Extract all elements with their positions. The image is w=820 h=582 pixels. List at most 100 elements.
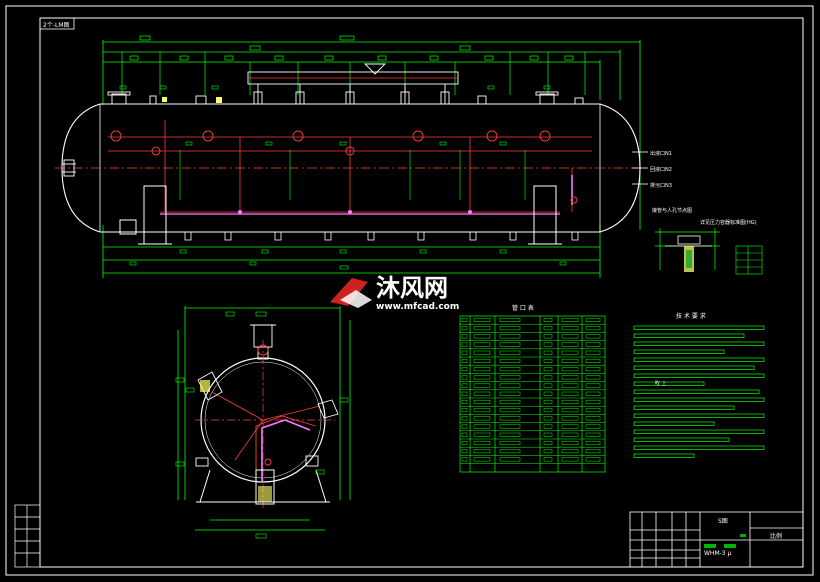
parts-table-cell (585, 358, 601, 363)
tech-req-line (633, 397, 765, 402)
parts-table-cell (473, 391, 491, 396)
tech-req-line (633, 341, 765, 346)
inner-frame (39, 17, 804, 568)
tank-side-view (175, 306, 351, 539)
parts-table-cell (473, 342, 491, 347)
parts-table-cell (585, 449, 601, 454)
parts-table-cell (461, 375, 468, 380)
tech-req-line (633, 429, 765, 434)
svg-text:沐风网: 沐风网 (376, 274, 448, 302)
parts-table-cell (473, 358, 491, 363)
parts-table-cell (585, 367, 601, 372)
parts-table-cell (461, 326, 468, 331)
tech-req-line (633, 365, 755, 370)
parts-table-cell (499, 326, 521, 331)
parts-table-cell (543, 358, 553, 363)
parts-table-cell (461, 440, 468, 445)
parts-table-cell (461, 350, 468, 355)
parts-table-cell (585, 391, 601, 396)
parts-table-cell (585, 317, 601, 322)
parts-table-cell (561, 383, 579, 388)
parts-table-cell (543, 424, 553, 429)
parts-table-cell (461, 358, 468, 363)
tech-req-line (633, 333, 745, 338)
parts-table-cell (473, 317, 491, 322)
parts-table-cell (543, 317, 553, 322)
parts-table-cell (561, 326, 579, 331)
tech-req-line (633, 453, 695, 458)
parts-table-cell (473, 399, 491, 404)
parts-table-cell (543, 457, 553, 462)
parts-table-cell (543, 449, 553, 454)
parts-table-cell (499, 432, 521, 437)
parts-table-cell (543, 326, 553, 331)
tech-req-line (633, 349, 725, 354)
parts-table-cell (543, 367, 553, 372)
parts-table-cell (461, 317, 468, 322)
title-block: S图 比例 WHM-3 µ (629, 511, 804, 568)
parts-table-cell (473, 383, 491, 388)
parts-table-cell (543, 440, 553, 445)
parts-table-cell (461, 391, 468, 396)
parts-table-cell (499, 391, 521, 396)
svg-text:吹 上: 吹 上 (655, 380, 667, 387)
parts-table-cell (461, 342, 468, 347)
parts-table-cell (543, 432, 553, 437)
parts-table-cell (461, 432, 468, 437)
svg-text:比例: 比例 (770, 532, 782, 540)
parts-table-cell (543, 334, 553, 339)
parts-table-cell (585, 457, 601, 462)
parts-table-cell (585, 342, 601, 347)
tech-req-line (633, 389, 760, 394)
parts-table-cell (473, 334, 491, 339)
parts-table-cell (543, 350, 553, 355)
parts-table-cell (473, 416, 491, 421)
parts-table-cell (461, 367, 468, 372)
watermark: 沐风网 www.mfcad.com (330, 274, 459, 312)
parts-table-cell (585, 440, 601, 445)
svg-text:排污口N3: 排污口N3 (650, 182, 672, 189)
parts-table-cell (499, 375, 521, 380)
parts-table: 管 口 表 (459, 304, 606, 473)
parts-table-cell (585, 408, 601, 413)
parts-table-cell (473, 440, 491, 445)
svg-text:出液口N1: 出液口N1 (650, 150, 672, 157)
parts-table-cell (473, 375, 491, 380)
parts-table-cell (473, 408, 491, 413)
parts-table-cell (561, 358, 579, 363)
parts-table-cell (561, 334, 579, 339)
parts-table-cell (473, 424, 491, 429)
parts-table-cell (543, 416, 553, 421)
parts-table-cell (499, 367, 521, 372)
parts-table-cell (499, 416, 521, 421)
parts-table-cell (561, 432, 579, 437)
parts-table-cell (461, 449, 468, 454)
parts-table-cell (499, 342, 521, 347)
svg-text:2个-LM图: 2个-LM图 (43, 22, 70, 29)
svg-text:管 口 表: 管 口 表 (512, 304, 534, 312)
parts-table-cell (585, 416, 601, 421)
parts-table-cell (561, 416, 579, 421)
parts-table-cell (473, 350, 491, 355)
parts-table-cell (461, 399, 468, 404)
svg-text:WHM-3 µ: WHM-3 µ (704, 550, 732, 557)
parts-table-cell (473, 449, 491, 454)
parts-table-cell (473, 367, 491, 372)
parts-table-cell (461, 383, 468, 388)
technical-requirements: 技 术 要 求 吹 上 (633, 312, 765, 458)
parts-table-cell (461, 334, 468, 339)
tank-front-view: 出液口N1 回液口N2 排污口N3 (55, 35, 672, 278)
parts-table-cell (543, 383, 553, 388)
parts-table-cell (585, 424, 601, 429)
parts-table-cell (473, 457, 491, 462)
parts-table-cell (461, 416, 468, 421)
parts-table-cell (543, 399, 553, 404)
parts-table-cell (499, 350, 521, 355)
parts-table-cell (561, 367, 579, 372)
parts-table-cell (561, 449, 579, 454)
parts-table-cell (585, 334, 601, 339)
parts-table-cell (561, 342, 579, 347)
parts-table-cell (585, 399, 601, 404)
parts-table-cell (561, 424, 579, 429)
